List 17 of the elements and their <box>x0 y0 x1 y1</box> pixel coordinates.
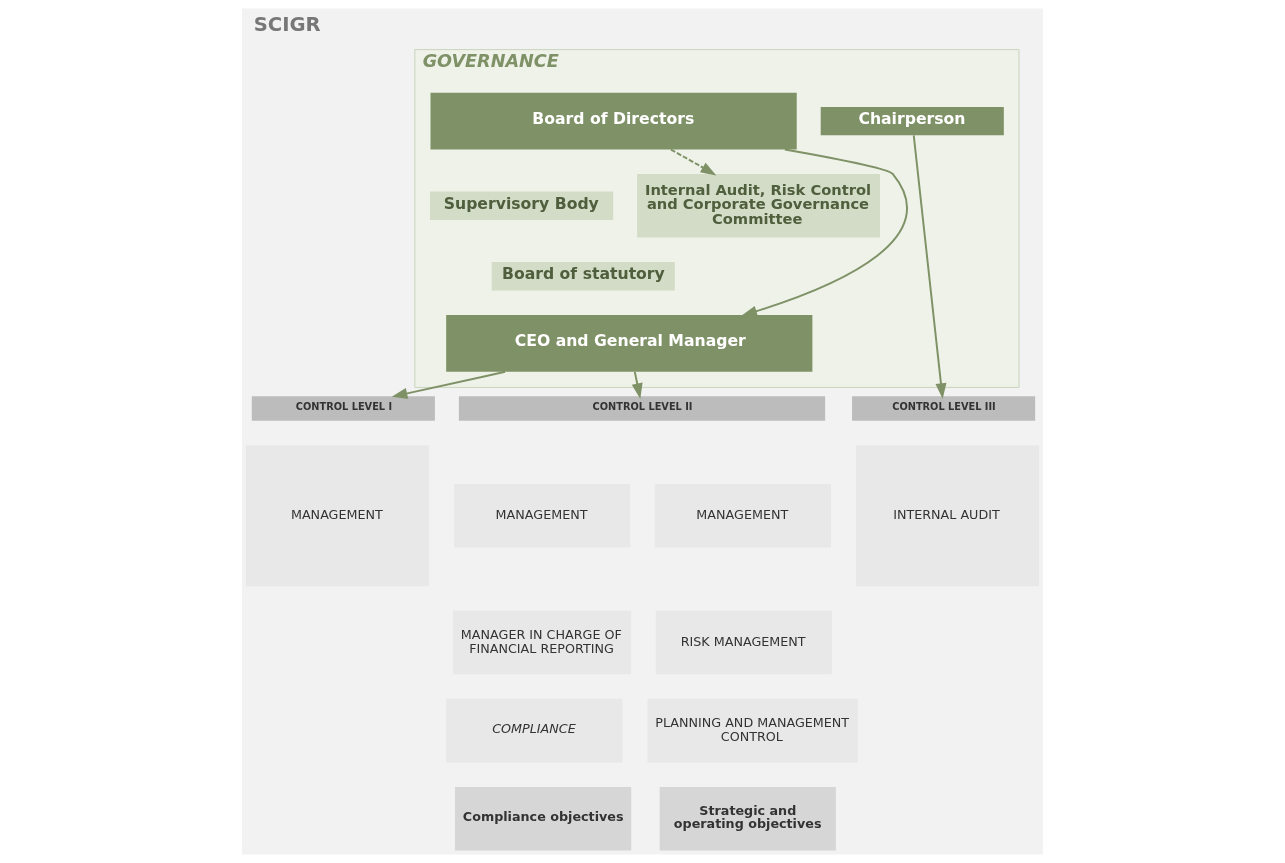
node-box: Chairperson <box>820 106 1004 136</box>
node-box: Compliance objectives <box>455 786 632 851</box>
arrow <box>391 370 507 399</box>
node-box: Strategic and operating objectives <box>659 786 836 851</box>
arrow <box>669 148 717 176</box>
node-box: Supervisory Body <box>430 191 614 220</box>
arrow <box>912 134 947 399</box>
node-box: CEO and General Manager <box>446 314 813 372</box>
node-box: CONTROL LEVEL III <box>852 396 1036 421</box>
diagram-title: SCIGR <box>253 13 321 36</box>
node-box: Board of statutory <box>491 262 675 291</box>
node-box: Internal Audit, Risk Control and Corporate Governance Committee <box>637 173 880 238</box>
arrow <box>741 148 908 317</box>
arrow <box>631 370 643 399</box>
node-box: CONTROL LEVEL I <box>251 396 435 421</box>
node-box: CONTROL LEVEL II <box>458 396 826 421</box>
node-box: Board of Directors <box>430 92 797 150</box>
